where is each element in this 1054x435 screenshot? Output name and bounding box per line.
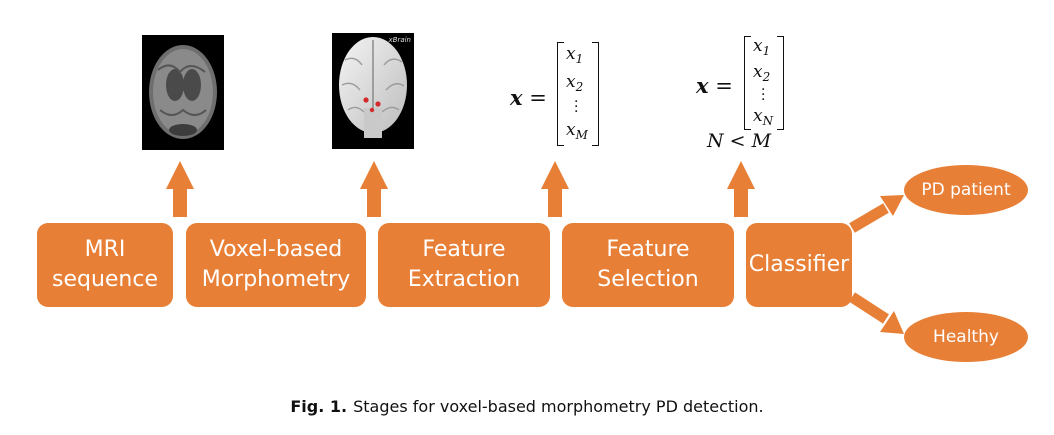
selection-entry-2: x2 — [753, 62, 771, 84]
selection-vector-lhs: x = — [696, 73, 733, 98]
extraction-entry-1: x1 — [566, 44, 584, 66]
stage-mri-line2: sequence — [51, 267, 158, 292]
mri-slice-image — [142, 35, 224, 150]
stage-extraction-line1: Feature — [422, 237, 506, 262]
extraction-entry-2: x2 — [566, 72, 584, 94]
stage-selection-line2: Selection — [597, 267, 699, 292]
output-healthy: Healthy — [904, 312, 1028, 362]
stage-selection-line1: Feature — [606, 237, 690, 262]
stage-mri-sequence: MRI sequence — [37, 223, 173, 307]
selection-vector-matrix: x1 x2 ··· xN — [744, 36, 784, 130]
stage-voxel-based-morphometry: Voxel-based Morphometry — [186, 223, 366, 307]
stage-classifier: Classifier — [746, 223, 852, 307]
arrow-to-pd-patient — [849, 195, 904, 233]
selection-vector-symbol: x — [696, 73, 709, 98]
arrow-up-selection — [727, 161, 755, 217]
selection-entry-1: x1 — [753, 36, 771, 58]
figure-caption-text: Stages for voxel-based morphometry PD de… — [353, 397, 764, 416]
figure-caption: Fig. 1. Stages for voxel-based morphometr… — [0, 397, 1054, 416]
extraction-vector-equals: = — [529, 86, 547, 110]
arrow-up-extraction — [541, 161, 569, 217]
extraction-vector-symbol: x — [510, 85, 523, 110]
arrow-up-vbm — [360, 161, 388, 217]
extraction-entry-m: xM — [566, 120, 588, 142]
stage-vbm-line2: Morphometry — [201, 267, 351, 292]
arrow-up-mri — [166, 161, 194, 217]
stage-classifier-label: Classifier — [748, 252, 850, 277]
stage-extraction-line2: Extraction — [407, 267, 521, 292]
output-pd-patient-label: PD patient — [921, 180, 1011, 200]
stage-vbm-line1: Voxel-based — [209, 237, 343, 262]
arrow-to-healthy — [849, 292, 904, 334]
selection-vector-equals: = — [715, 74, 733, 98]
output-pd-patient: PD patient — [904, 165, 1028, 215]
selection-entry-n: xN — [753, 106, 774, 128]
selection-constraint: N < M — [707, 130, 772, 152]
stage-feature-selection: Feature Selection — [562, 223, 734, 307]
vbm-corner-label: xBrain — [388, 36, 412, 44]
vbm-brain-image: xBrain — [332, 33, 414, 149]
output-healthy-label: Healthy — [933, 327, 999, 347]
figure-label: Fig. 1. — [290, 397, 348, 416]
extraction-vector-matrix: x1 x2 ··· xM — [557, 42, 599, 146]
stage-mri-line1: MRI — [84, 237, 126, 262]
stage-feature-extraction: Feature Extraction — [378, 223, 550, 307]
extraction-vector-lhs: x = — [510, 85, 547, 110]
selection-vdots: ··· — [761, 82, 766, 108]
extraction-vdots: ··· — [574, 94, 579, 120]
